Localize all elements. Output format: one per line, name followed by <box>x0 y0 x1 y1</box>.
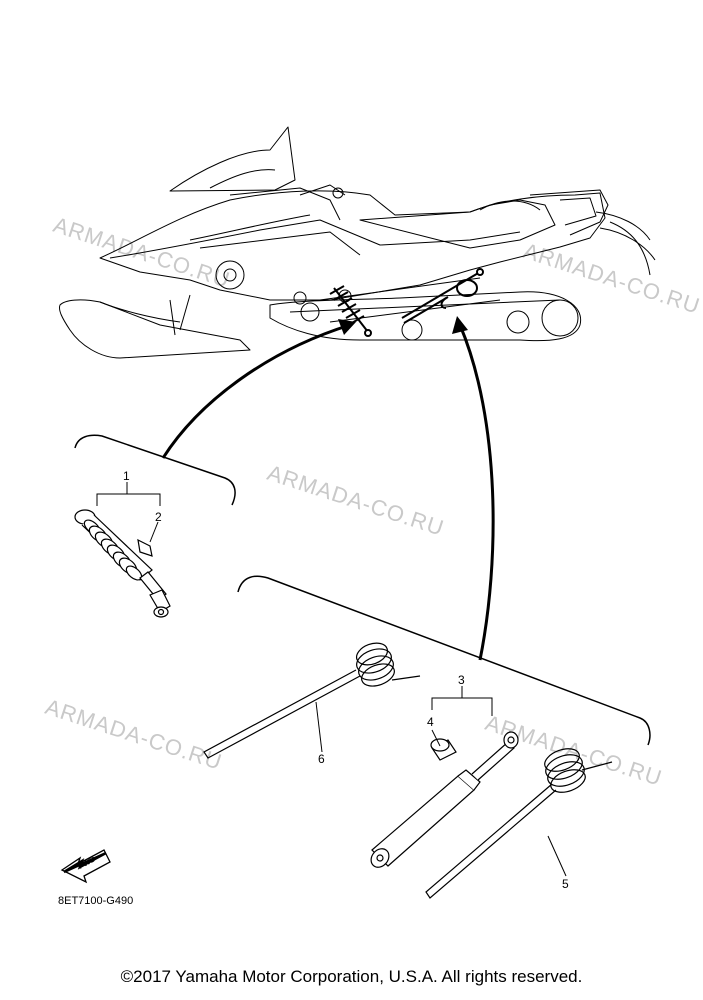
pointer-arrows <box>161 323 495 661</box>
arrow-heads <box>338 316 468 335</box>
spring-part-left <box>203 642 421 759</box>
callout-numbers: 1 2 3 4 5 6 <box>123 469 569 891</box>
callout-5: 5 <box>562 877 569 891</box>
installed-front-shock <box>329 285 372 337</box>
front-shock-part <box>74 509 171 618</box>
callout-1: 1 <box>123 469 130 483</box>
spring-part-right <box>425 748 613 899</box>
rear-shock-part <box>370 731 519 868</box>
callout-6: 6 <box>318 752 325 766</box>
callout-4: 4 <box>427 715 434 729</box>
installed-rear-shock <box>401 268 484 324</box>
leader-lines <box>96 482 567 877</box>
fwd-arrow-icon: FWD <box>60 849 111 884</box>
part-code: 8ET7100-G490 <box>58 895 134 907</box>
callout-3: 3 <box>458 673 465 687</box>
callout-2: 2 <box>155 510 162 524</box>
group-brackets <box>74 434 651 746</box>
copyright-notice: ©2017 Yamaha Motor Corporation, U.S.A. A… <box>120 967 583 986</box>
snowmobile-outline <box>59 126 656 359</box>
